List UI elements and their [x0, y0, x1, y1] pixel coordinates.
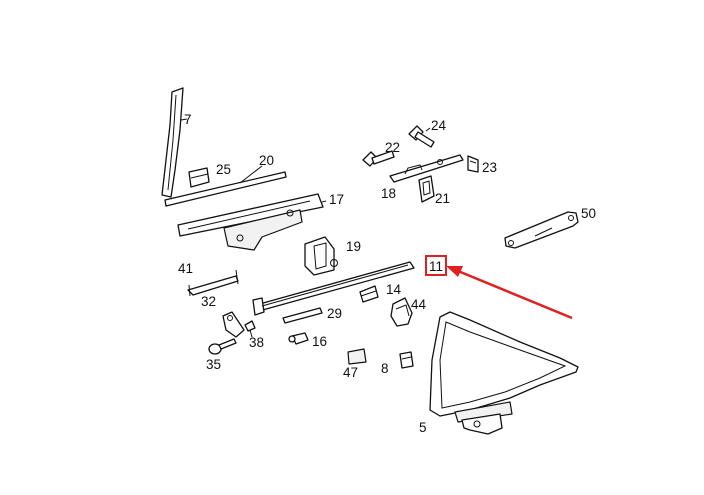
part-44-clip [390, 297, 413, 327]
part-35-screw [208, 338, 237, 355]
part-24-bolt [408, 125, 435, 148]
part-32-hinge-arm [222, 311, 245, 338]
callout-5: 5 [419, 420, 427, 435]
part-18-bracket [389, 154, 464, 183]
part-50-plate-bracket [504, 211, 579, 249]
callout-24: 24 [431, 118, 447, 133]
part-19-guide-block [304, 236, 338, 276]
part-21-clip [418, 175, 435, 203]
part-7-seal-strip [161, 87, 184, 198]
callout-35: 35 [206, 357, 221, 372]
part-11-guide-rail [252, 261, 415, 316]
callout-11: 11 [429, 259, 443, 274]
highlight-arrow [446, 266, 573, 320]
part-29-rod [282, 307, 323, 324]
part-23-clip [467, 155, 479, 173]
part-8-block [399, 351, 414, 369]
callout-44: 44 [411, 297, 427, 312]
callout-23: 23 [482, 160, 497, 175]
part-41-bracket [187, 269, 239, 297]
callout-19: 19 [346, 239, 361, 254]
part-47-pad [347, 348, 367, 365]
callout-16: 16 [312, 334, 327, 349]
callout-41: 41 [178, 261, 193, 276]
part-16-knob [288, 332, 309, 345]
callout-25: 25 [216, 162, 231, 177]
highlight-box-11 [425, 255, 447, 276]
part-38-screw [244, 320, 256, 338]
part-14-block [359, 285, 379, 303]
part-5-quarter-window [429, 311, 579, 435]
callout-20: 20 [259, 153, 274, 168]
callout-38: 38 [249, 335, 264, 350]
callout-18: 18 [381, 186, 396, 201]
part-22-bolt [362, 150, 395, 167]
callout-47: 47 [343, 365, 358, 380]
callout-50: 50 [581, 206, 596, 221]
callout-22: 22 [385, 140, 400, 155]
part-25-clip [188, 167, 210, 188]
callout-17: 17 [329, 192, 344, 207]
part-20-rail [164, 165, 287, 207]
callout-21: 21 [435, 191, 450, 206]
callout-29: 29 [327, 306, 342, 321]
callout-32: 32 [201, 294, 216, 309]
callout-14: 14 [386, 282, 402, 297]
part-17-regulator-channel [177, 193, 324, 251]
callout-8: 8 [381, 361, 389, 376]
callout-7: 7 [184, 112, 192, 127]
